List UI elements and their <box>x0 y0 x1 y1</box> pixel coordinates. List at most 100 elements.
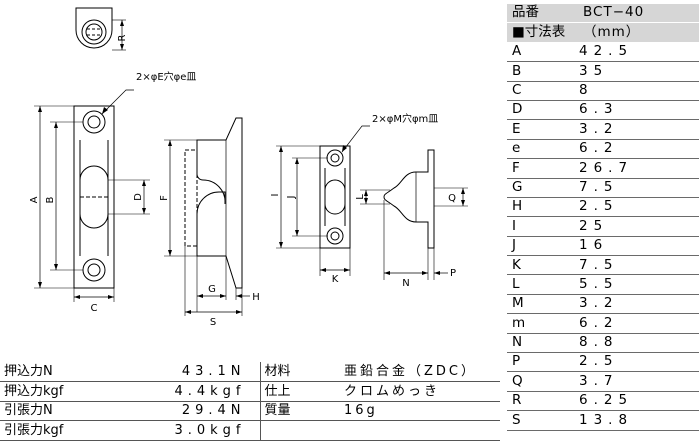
dimension-key: P <box>507 352 571 373</box>
part-number-row: 品番 BCT−40 <box>507 2 699 24</box>
dimension-value: 5.5 <box>571 274 699 295</box>
dimension-key: J <box>507 236 571 257</box>
spec-label: 質量 <box>259 401 340 422</box>
dimension-key: S <box>507 410 571 431</box>
label-s: S <box>210 317 216 328</box>
dimension-value: 16 <box>571 236 699 257</box>
label-d: D <box>133 193 144 201</box>
front-view-body <box>73 105 115 289</box>
front-view-hole-outer <box>82 110 106 134</box>
dimension-key: H <box>507 197 571 218</box>
side-view <box>164 117 250 316</box>
label-b: B <box>45 196 56 203</box>
small-side-body <box>383 149 435 249</box>
dimension-key: A <box>507 42 571 63</box>
callout-hole-m: 2×φM穴φm皿 <box>372 112 438 125</box>
dimension-value: 26.7 <box>571 158 699 179</box>
dimension-value: 7.5 <box>571 255 699 276</box>
dimension-value: 6.3 <box>571 100 699 121</box>
label-p: P <box>450 268 456 279</box>
front-view <box>34 89 150 302</box>
front-view-hole-outer <box>82 258 106 282</box>
dimension-value: 25 <box>571 216 699 237</box>
part-number-label: 品番 <box>507 2 571 24</box>
label-k: K <box>332 274 339 285</box>
callout-hole-e: 2×φE穴φe皿 <box>136 70 196 83</box>
dimension-value: 2.5 <box>571 197 699 218</box>
label-q: Q <box>448 193 456 204</box>
dimension-value: 2.5 <box>571 352 699 373</box>
dimension-value: 3.7 <box>571 371 699 392</box>
spec-value: 43.1N <box>112 362 260 383</box>
spec-label <box>259 420 340 441</box>
dimension-key: Q <box>507 371 571 392</box>
front-view-hole-inner <box>87 115 101 129</box>
small-front-hole-outer <box>326 227 344 245</box>
top-view <box>75 7 126 51</box>
spec-value: 16g <box>340 401 500 422</box>
spec-value <box>340 420 500 441</box>
label-c: C <box>91 303 98 314</box>
dimension-arrowheads <box>38 20 465 314</box>
dimension-key: C <box>507 81 571 101</box>
label-r: R <box>117 34 128 41</box>
small-front-view <box>276 125 370 276</box>
dimension-key: L <box>507 274 571 295</box>
small-front-hole-inner <box>330 153 340 163</box>
dimension-value: 7.5 <box>571 178 699 198</box>
dimension-key: m <box>507 313 571 334</box>
small-front-body <box>319 145 351 249</box>
small-front-hole-outer <box>326 149 344 167</box>
dimension-value: 6.2 <box>571 139 699 160</box>
small-front-roller-arc <box>324 179 346 191</box>
dimension-key: I <box>507 216 571 237</box>
dimension-key: e <box>507 139 571 160</box>
dimension-value: 6.25 <box>571 391 699 412</box>
e-callout-leader <box>101 89 134 115</box>
technical-drawing: R A B D C F G H S I J K L N P Q 2×φE穴φe皿… <box>29 7 468 328</box>
label-g: G <box>208 284 216 295</box>
part-number: BCT−40 <box>571 2 699 24</box>
dimension-value: 8.8 <box>571 333 699 354</box>
spec-label: 引張力N <box>0 401 112 422</box>
side-view-body <box>196 117 243 289</box>
small-side-view <box>360 149 468 280</box>
spec-value: 3.0kgf <box>112 420 260 441</box>
unit-row: ■寸法表 （mm） <box>507 22 699 43</box>
top-view-hole-inner <box>85 23 103 41</box>
front-view-roller-arc <box>79 213 109 229</box>
spec-label: 引張力kgf <box>0 420 112 441</box>
dimension-value: 3.2 <box>571 294 699 315</box>
dimension-value: 35 <box>571 61 699 82</box>
unit: （mm） <box>571 22 699 43</box>
label-j: J <box>286 196 297 200</box>
dimension-value: 6.2 <box>571 313 699 334</box>
dimension-value: 13.8 <box>571 410 699 431</box>
label-l: L <box>355 194 366 200</box>
dimension-key: E <box>507 119 571 140</box>
spec-value: 4.4kgf <box>112 381 260 402</box>
front-view-hole-inner <box>87 263 101 277</box>
small-front-roller-arc <box>324 203 346 215</box>
